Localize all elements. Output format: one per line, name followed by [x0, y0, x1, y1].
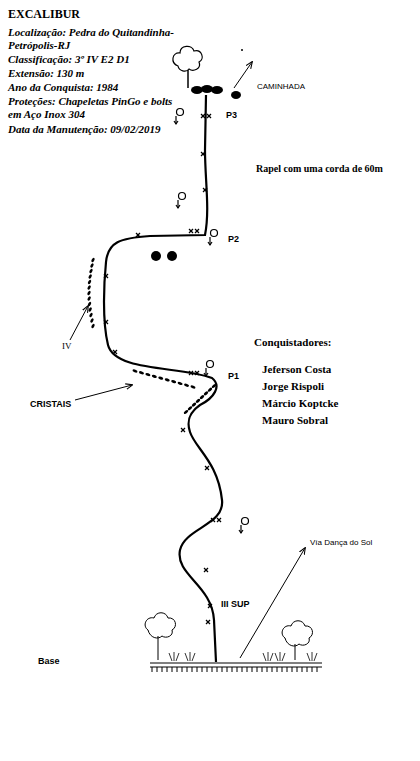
crystal-marks [87, 257, 217, 414]
route-info: Extensão: 130 m [8, 67, 84, 80]
route-info: Proteções: Chapeletas PinGo e bolts em A… [8, 95, 176, 120]
rappel-note: Rapel com uma corda de 60m [256, 163, 383, 175]
grade-label: IV [62, 341, 72, 351]
route-info: Data da Manutenção: 09/02/2019 [8, 123, 160, 136]
route-line [104, 95, 222, 662]
ground [150, 663, 322, 672]
rappel-anchors [174, 109, 249, 534]
route-info: Ano da Conquista: 1984 [8, 81, 118, 94]
leader-arrows [70, 62, 305, 658]
belay-label: P2 [228, 234, 239, 244]
route-name: Vía Dança do Sol [310, 538, 372, 547]
route-info: Localização: Pedra do Quitandinha-Petróp… [8, 26, 176, 51]
route-info: Classificação: 3º IV E2 D1 [8, 53, 130, 66]
crystals-label: CRISTAIS [30, 399, 71, 409]
climber-name: Jeferson Costa [262, 363, 331, 376]
climber-name: Mauro Sobral [262, 414, 328, 427]
bolt-marks [104, 114, 221, 624]
grade-label: III SUP [221, 599, 250, 609]
summit-vegetation [151, 46, 243, 261]
belay-label: P1 [228, 371, 239, 381]
route-title: EXCALIBUR [8, 8, 80, 22]
belay-label: P3 [226, 110, 237, 120]
first-ascent-heading: Conquistadores: [254, 336, 331, 349]
tree [145, 613, 312, 660]
walk-label: CAMINHADA [257, 82, 305, 91]
climber-name: Jorge Rispoli [262, 380, 324, 393]
base-label: Base [38, 656, 60, 666]
climber-name: Márcio Koptcke [262, 397, 338, 410]
